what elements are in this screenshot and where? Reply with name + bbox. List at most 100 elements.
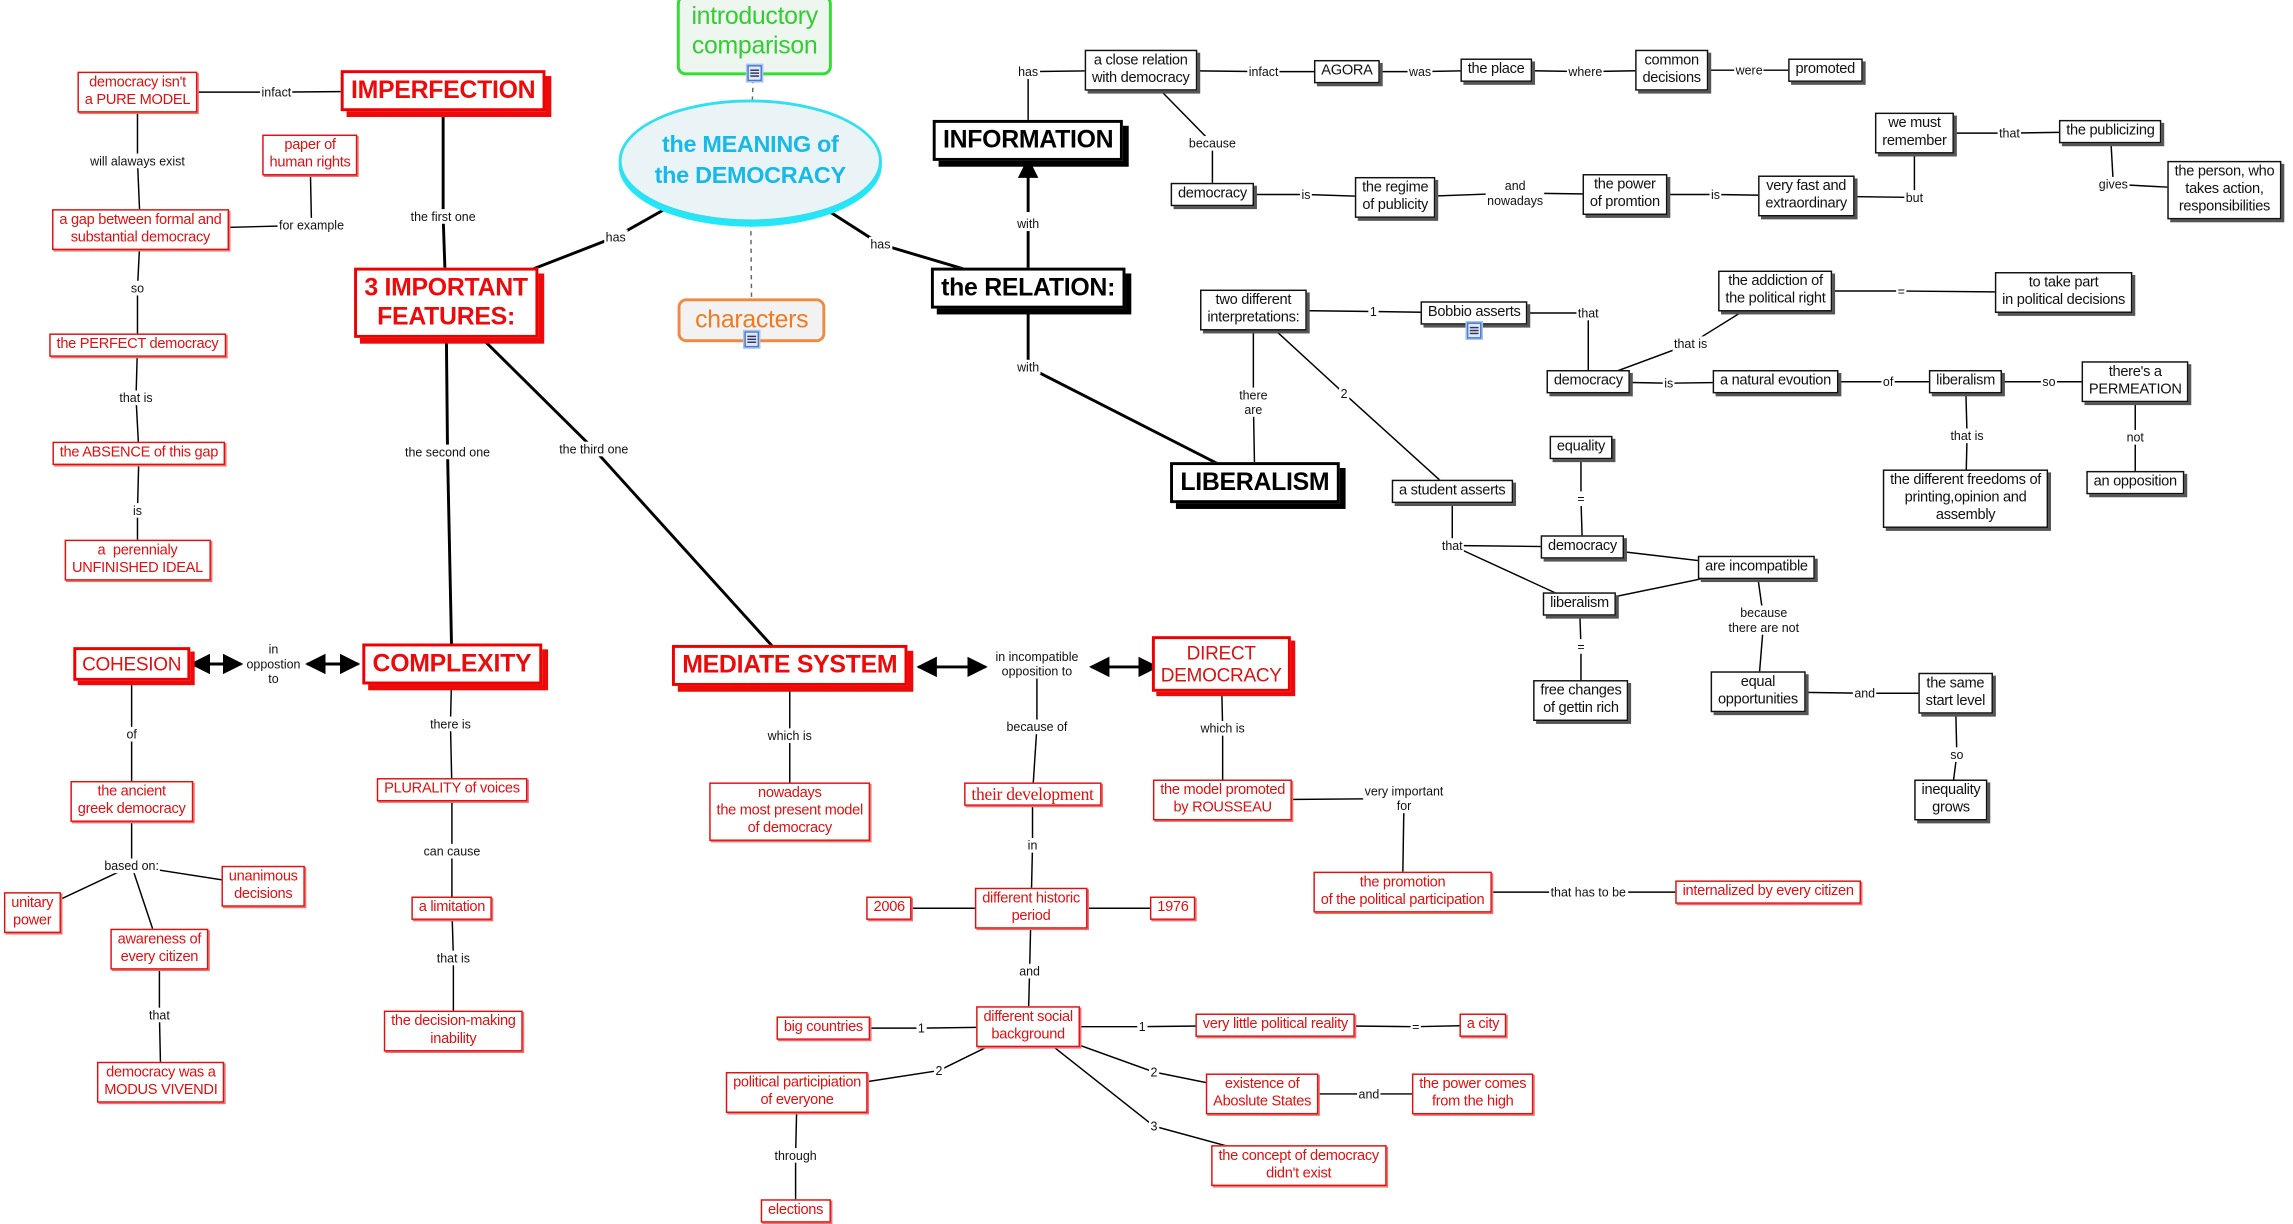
concept-node-inequality[interactable]: inequality grows [1914,779,1988,821]
link-label: is [1662,375,1675,391]
link-label: is [1709,187,1722,202]
concept-node-little[interactable]: very little political reality [1195,1013,1356,1037]
concept-node-text: common decisions [1642,52,1701,87]
link-label: 3 [1148,1118,1159,1134]
concept-node-text: 3 IMPORTANT FEATURES: [364,273,528,331]
link-label: = [1575,639,1587,654]
document-icon[interactable] [744,331,760,348]
concept-node-gap[interactable]: a gap between formal and substantial dem… [52,209,229,251]
concept-node-y2006[interactable]: 2006 [866,896,913,920]
concept-node-equalopp[interactable]: equal opportunities [1710,671,1806,713]
concept-node-awareness[interactable]: awareness of every citizen [110,928,209,970]
concept-node-powerhigh[interactable]: the power comes from the high [1411,1073,1534,1115]
concept-node-incompat[interactable]: are incompatible [1697,555,1816,580]
concept-node-democ1[interactable]: democracy [1170,182,1255,207]
concept-node-modus[interactable]: democracy was a MODUS VIVENDI [96,1061,225,1103]
concept-node-text: the different freedoms of printing,opini… [1890,472,2042,524]
concept-node-elections[interactable]: elections [760,1199,831,1223]
concept-node-two[interactable]: two different interpretations: [1200,289,1307,331]
concept-node-absolute[interactable]: existence of Aboslute States [1205,1073,1319,1115]
concept-node-historic[interactable]: different historic period [974,887,1088,929]
concept-node-absence[interactable]: the ABSENCE of this gap [52,441,226,466]
concept-node-y1976[interactable]: 1976 [1149,896,1196,920]
concept-node-text: 1976 [1157,899,1189,916]
concept-node-student[interactable]: a student asserts [1391,479,1513,504]
concept-node-direct[interactable]: DIRECT DEMOCRACY [1151,636,1291,692]
concept-node-close[interactable]: a close relation with democracy [1084,49,1197,91]
concept-node-permeation[interactable]: there's a PERMEATION [2081,361,2189,403]
link-label: = [1410,1019,1421,1034]
concept-node-unfinished[interactable]: a perennialy UNFINISHED IDEAL [64,539,211,581]
concept-node-concept[interactable]: the concept of democracy didn't exist [1211,1145,1387,1187]
concept-node-equality[interactable]: equality [1549,435,1613,460]
concept-node-agora[interactable]: AGORA [1313,59,1380,84]
concept-node-unanimous[interactable]: unanimous decisions [221,865,306,907]
concept-node-text: a gap between formal and substantial dem… [59,212,222,246]
concept-node-addiction[interactable]: the addiction of the political right [1718,270,1833,312]
concept-node-polpart[interactable]: political participiation of everyone [725,1072,869,1113]
concept-node-samestart[interactable]: the same start level [1918,672,1993,714]
concept-node-pure[interactable]: democracy isn't a PURE MODEL [77,71,198,113]
concept-node-meaning[interactable]: the MEANING of the DEMOCRACY [618,99,882,223]
document-icon[interactable] [1466,322,1482,339]
concept-node-big[interactable]: big countries [776,1016,871,1040]
concept-node-text: equality [1556,438,1606,455]
concept-node-unitary[interactable]: unitary power [3,892,61,934]
concept-node-publicizing[interactable]: the publicizing [2058,119,2162,144]
link-label: has [868,236,892,252]
concept-node-social[interactable]: different social background [976,1006,1081,1048]
concept-node-limitation[interactable]: a limitation [411,896,493,920]
concept-node-text: a city [1466,1016,1500,1033]
concept-node-person[interactable]: the person, who takes action, responsibi… [2167,160,2282,220]
concept-node-fast[interactable]: very fast and extraordinary [1758,175,1855,217]
concept-node-freech[interactable]: free changes of gettin rich [1533,680,1629,722]
concept-node-opposition[interactable]: an opposition [2086,470,2185,495]
concept-node-lib2[interactable]: liberalism [1928,370,2003,394]
concept-node-paper[interactable]: paper of human rights [262,134,358,176]
concept-node-place[interactable]: the place [1460,58,1532,82]
document-icon[interactable] [747,65,762,82]
link-label: in oppostion to [245,642,302,686]
concept-node-text: the place [1467,61,1525,78]
concept-node-rousseau[interactable]: the model promoted by ROUSSEAU [1152,779,1293,821]
concept-node-takepart[interactable]: to take part in political decisions [1994,272,2133,313]
concept-node-democ3[interactable]: democracy [1540,535,1625,559]
concept-node-text: a perennialy UNFINISHED IDEAL [71,542,203,577]
concept-node-features[interactable]: 3 IMPORTANT FEATURES: [354,267,539,338]
concept-node-nowadays[interactable]: nowadays the most present model of democ… [709,782,871,841]
concept-node-liberalism[interactable]: LIBERALISM [1170,462,1340,504]
concept-node-internalized[interactable]: internalized by every citizen [1675,880,1862,904]
concept-node-city[interactable]: a city [1459,1013,1507,1037]
concept-node-lib3[interactable]: liberalism [1542,592,1617,616]
concept-node-bobbio[interactable]: Bobbio asserts [1420,301,1528,325]
concept-node-information[interactable]: INFORMATION [932,119,1124,161]
concept-node-text: liberalism [1550,595,1609,612]
concept-node-text: the promotion of the political participa… [1320,874,1485,909]
concept-node-common[interactable]: common decisions [1635,49,1709,91]
link-label: so [1948,747,1965,762]
concept-node-natural[interactable]: a natural evoution [1712,370,1839,394]
concept-node-promotion[interactable]: the promotion of the political participa… [1313,871,1492,913]
concept-node-remember[interactable]: we must remember [1874,112,1954,154]
concept-node-perfect[interactable]: the PERFECT democracy [49,333,226,357]
concept-node-complexity[interactable]: COMPLEXITY [362,643,542,685]
concept-node-mediate[interactable]: MEDIATE SYSTEM [671,644,908,686]
concept-node-intro[interactable]: introductory comparison [676,0,833,76]
concept-node-inability[interactable]: the decision-making inability [383,1010,523,1052]
concept-node-ancient[interactable]: the ancient greek democracy [70,780,193,822]
concept-node-imperfection[interactable]: IMPERFECTION [340,70,546,112]
concept-node-democ2[interactable]: democracy [1546,370,1631,394]
concept-node-regime[interactable]: the regime of publicity [1354,176,1436,218]
concept-node-text: liberalism [1936,372,1996,390]
link-label: that is [435,950,472,966]
concept-node-relation[interactable]: the RELATION: [930,267,1126,309]
concept-node-text: different social background [983,1009,1073,1043]
link-label: infact [260,84,293,100]
concept-node-development[interactable]: their development [964,782,1101,806]
concept-node-freedoms[interactable]: the different freedoms of printing,opini… [1882,469,2049,528]
concept-node-promoted[interactable]: promoted [1788,58,1863,82]
concept-node-powerprom[interactable]: the power of promtion [1582,174,1668,215]
concept-node-plurality[interactable]: PLURALITY of voices [376,778,528,802]
connection-line [446,451,454,665]
concept-node-cohesion[interactable]: COHESION [73,647,190,681]
